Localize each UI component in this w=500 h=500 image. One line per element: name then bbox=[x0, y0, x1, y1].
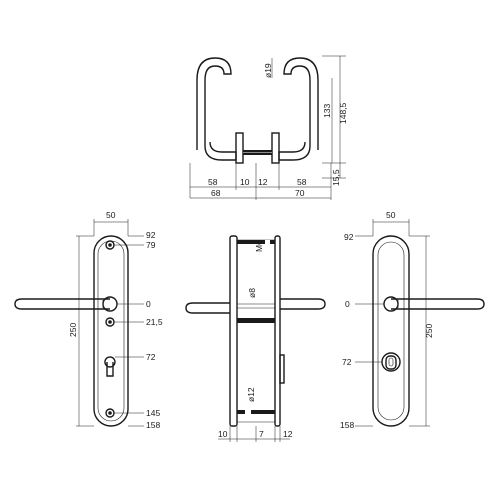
front-dim-21: 21,5 bbox=[146, 317, 163, 327]
side-lever-right bbox=[280, 298, 326, 310]
back-dim-92: 92 bbox=[344, 232, 354, 242]
back-dim-50: 50 bbox=[386, 210, 396, 220]
dim-70: 70 bbox=[295, 188, 305, 198]
front-dim-250: 250 bbox=[68, 323, 78, 337]
back-dim-158: 158 bbox=[340, 420, 354, 430]
front-dim-0: 0 bbox=[146, 299, 151, 309]
back-dim-72: 72 bbox=[342, 357, 352, 367]
dim-148: 148,5 bbox=[338, 102, 348, 124]
right-rose bbox=[271, 132, 280, 164]
dim-12: 12 bbox=[258, 177, 268, 187]
dim-133: 133 bbox=[322, 104, 332, 118]
cylinder-core bbox=[385, 355, 397, 370]
side-dim-d8: ø8 bbox=[247, 288, 257, 298]
side-dim-m6: M6 bbox=[254, 240, 264, 252]
left-rose bbox=[235, 132, 244, 164]
front-view: 50 92 79 0 21,5 72 250 145 158 bbox=[14, 210, 163, 430]
front-dim-145: 145 bbox=[146, 408, 160, 418]
dim-58-right: 58 bbox=[297, 177, 307, 187]
front-lever bbox=[14, 298, 110, 310]
side-plate-right bbox=[274, 235, 281, 427]
back-dim-250: 250 bbox=[424, 324, 434, 338]
back-view: 50 92 0 250 72 158 bbox=[340, 210, 485, 430]
front-dim-158: 158 bbox=[146, 420, 160, 430]
side-dim-10: 10 bbox=[218, 429, 228, 439]
side-lever-left bbox=[185, 302, 230, 314]
keyhole bbox=[104, 356, 116, 377]
side-view: M6 ø8 ø12 10 7 12 bbox=[185, 235, 326, 442]
front-plate bbox=[93, 235, 129, 427]
side-dim-d12: ø12 bbox=[246, 387, 256, 402]
side-dim-7: 7 bbox=[259, 429, 264, 439]
dim-58-left: 58 bbox=[208, 177, 218, 187]
back-lever bbox=[391, 298, 485, 310]
side-plate-left bbox=[229, 235, 238, 427]
front-dim-92: 92 bbox=[146, 230, 156, 240]
dim-15: 15,5 bbox=[331, 169, 341, 186]
front-dim-79: 79 bbox=[146, 240, 156, 250]
front-dim-50: 50 bbox=[106, 210, 116, 220]
back-plate bbox=[372, 235, 410, 427]
top-view: ø19 133 148,5 15,5 58 10 68 12 58 70 bbox=[189, 55, 348, 200]
dim-68: 68 bbox=[211, 188, 221, 198]
back-dim-0: 0 bbox=[345, 299, 350, 309]
front-dim-72: 72 bbox=[146, 352, 156, 362]
side-dim-12: 12 bbox=[283, 429, 293, 439]
right-lever-outline bbox=[278, 57, 319, 161]
dim-10: 10 bbox=[240, 177, 250, 187]
left-lever-outline bbox=[196, 57, 237, 161]
dim-d19: ø19 bbox=[263, 63, 273, 78]
